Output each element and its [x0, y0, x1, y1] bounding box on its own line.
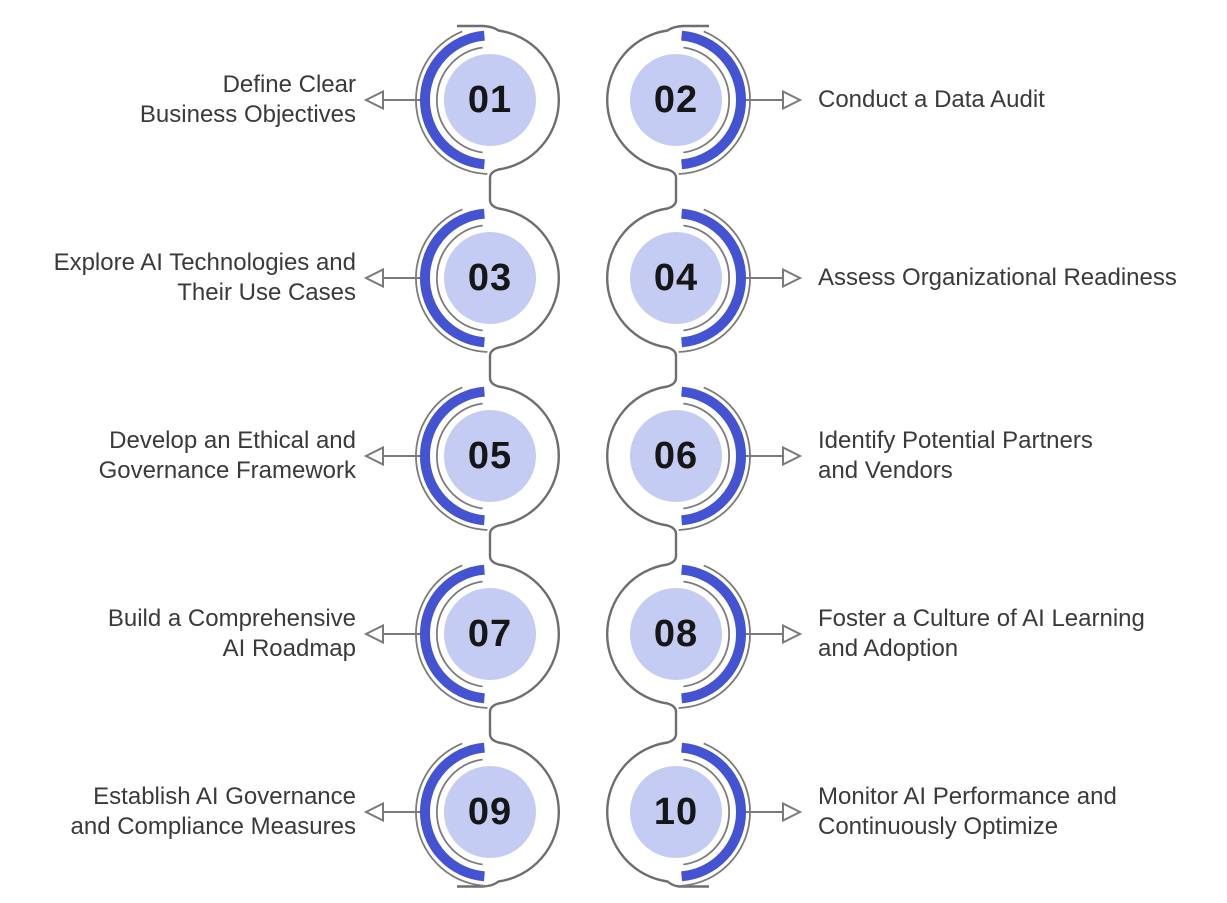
step-02-arrow-icon [745, 89, 803, 111]
step-02-number: 02 [654, 79, 698, 121]
step-05-number: 05 [468, 435, 512, 477]
step-08-arrow-icon [745, 623, 803, 645]
step-01-number: 01 [468, 79, 512, 121]
step-03-badge: 03 [405, 189, 575, 367]
step-07-label: Build a Comprehensive AI Roadmap [107, 605, 356, 662]
step-07-arrow-icon [363, 623, 421, 645]
step-01-badge: 01 [405, 11, 575, 189]
step-06-arrow-icon [745, 445, 803, 467]
step-05-label: Develop an Ethical and Governance Framew… [98, 427, 356, 484]
step-10-label: Monitor AI Performance and Continuously … [818, 783, 1117, 840]
step-10-arrow-icon [745, 801, 803, 823]
step-04-badge: 04 [591, 189, 761, 367]
step-10-number: 10 [654, 791, 698, 833]
step-03-arrow-icon [363, 267, 421, 289]
step-01-arrow-icon [363, 89, 421, 111]
step-09-badge: 09 [405, 723, 575, 901]
step-06-label: Identify Potential Partners and Vendors [818, 427, 1093, 484]
step-05-arrow-icon [363, 445, 421, 467]
step-02-label: Conduct a Data Audit [818, 86, 1045, 113]
step-04-arrow-icon [745, 267, 803, 289]
step-06-badge: 06 [591, 367, 761, 545]
step-02-badge: 02 [591, 11, 761, 189]
step-04-number: 04 [654, 257, 698, 299]
step-04-label: Assess Organizational Readiness [818, 264, 1177, 291]
step-01-label: Define Clear Business Objectives [139, 71, 356, 128]
step-09-number: 09 [468, 791, 512, 833]
step-10-badge: 10 [591, 723, 761, 901]
step-07-badge: 07 [405, 545, 575, 723]
step-03-label: Explore AI Technologies and Their Use Ca… [53, 249, 356, 306]
step-08-number: 08 [654, 613, 698, 655]
step-09-arrow-icon [363, 801, 421, 823]
step-06-number: 06 [654, 435, 698, 477]
step-08-badge: 08 [591, 545, 761, 723]
step-08-label: Foster a Culture of AI Learning and Adop… [818, 605, 1145, 662]
step-03-number: 03 [468, 257, 512, 299]
step-05-badge: 05 [405, 367, 575, 545]
step-09-label: Establish AI Governance and Compliance M… [70, 783, 356, 840]
step-07-number: 07 [468, 613, 512, 655]
